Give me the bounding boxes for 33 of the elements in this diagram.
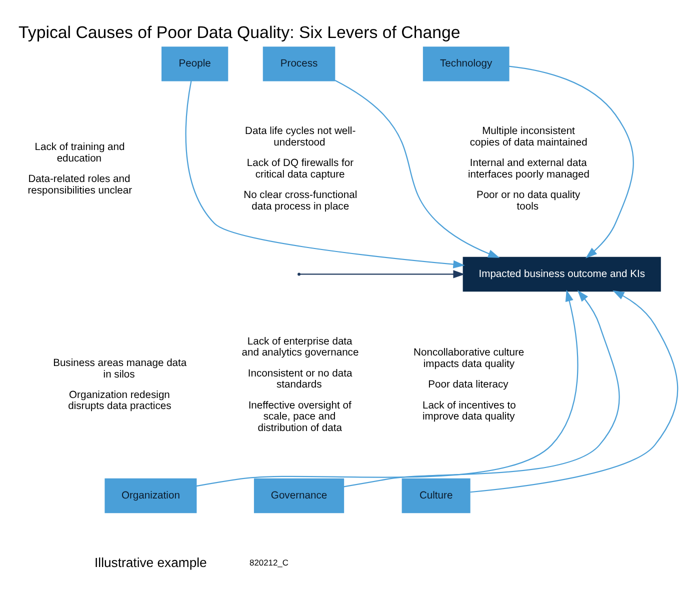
node-label: Organization redesign disrupts data practices [68, 389, 172, 412]
node-box: Process [262, 46, 336, 81]
node-label: Inconsistent or no data standards [248, 368, 352, 390]
node-label: No clear cross-functional data process in place [244, 189, 358, 212]
label: 820212_C [250, 556, 288, 567]
node-box: Technology [422, 46, 510, 81]
arrow [185, 80, 465, 268]
node-box: Governance [254, 478, 344, 513]
arrow [300, 270, 465, 278]
node-box: People [162, 46, 228, 81]
node-label: Lack of DQ firewalls for critical data capture [246, 158, 354, 180]
node-label: Lack of enterprise data and analytics governance [242, 336, 359, 358]
node-box: Culture [402, 478, 470, 513]
node-label: Business areas manage data in silos [53, 358, 187, 380]
node-box: Impacted business outcome and KIs [462, 256, 661, 292]
arrow [344, 290, 620, 487]
node-label: Poor data literacy [428, 379, 508, 390]
node-label: Data life cycles not well-understood [245, 126, 356, 148]
node-label: Ineffective oversight of scale, pace and distribution of data [248, 400, 352, 434]
arrow [196, 289, 578, 486]
label: Illustrative example [94, 554, 207, 570]
node-label: Poor or no data quality tools [476, 189, 580, 212]
diagram-title: Typical Causes of Poor Data Quality: Six Levers of Change [18, 22, 460, 42]
node-label: Multiple inconsistent copies of data maintained [470, 126, 588, 148]
arrow [470, 290, 678, 492]
arrow [334, 79, 500, 258]
node-label: Data-related roles and responsibilities unclear [28, 174, 132, 196]
node-label: Noncollaborative culture impacts data quality [414, 347, 524, 370]
node-box: Organization [104, 478, 197, 513]
node-label: Internal and external data interfaces poorly managed [468, 158, 590, 180]
node-label: Lack of incentives to improve data quality [422, 400, 516, 422]
node-label: Lack of training and education [34, 142, 125, 164]
arrow [508, 65, 634, 258]
